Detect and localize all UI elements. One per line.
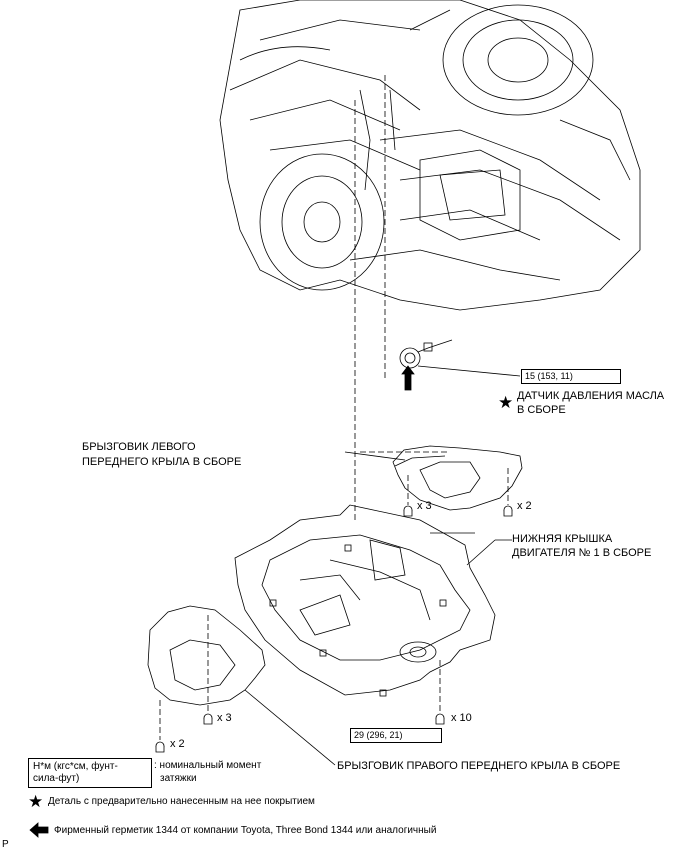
dash-lines: [159, 75, 509, 740]
torque-spec-cover-bolts: 29 (296, 21): [350, 728, 442, 743]
corner-mark: P: [2, 839, 9, 850]
oil-sensor-label-line2: В СБОРЕ: [517, 404, 566, 416]
qty-right-x3: x 3: [217, 712, 232, 724]
unit-legend-line1: Н*м (кгс*см, фунт-: [33, 761, 118, 772]
legend-precoated: Деталь с предварительно нанесенным на не…: [48, 796, 315, 807]
vehicle-underbody: [219, 0, 641, 311]
right-splash-label: БРЫЗГОВИК ПРАВОГО ПЕРЕДНЕГО КРЫЛА В СБОР…: [337, 760, 621, 772]
left-splash-label-line2: ПЕРЕДНЕГО КРЫЛА В СБОРЕ: [82, 456, 242, 468]
oil-sensor-label-line1: ДАТЧИК ДАВЛЕНИЯ МАСЛА: [517, 390, 665, 402]
qty-cover-x10: x 10: [451, 712, 472, 724]
qty-right-x2: x 2: [170, 738, 185, 750]
bolt-icon: [155, 741, 165, 753]
left-splash-shield: [344, 445, 523, 511]
qty-left-x2: x 2: [517, 500, 532, 512]
bolt-icons: [155, 505, 513, 753]
unit-legend-box: Н*м (кгс*см, фунт- сила-фут): [28, 758, 152, 788]
legend-sealant: Фирменный герметик 1344 от компании Toyo…: [54, 825, 437, 836]
engine-under-cover: [234, 504, 512, 697]
engine-cover-label-line2: ДВИГАТЕЛЯ № 1 В СБОРЕ: [512, 547, 652, 559]
star-icon: ★: [498, 393, 514, 412]
unit-desc-line1: : номинальный момент: [154, 760, 262, 771]
right-splash-shield: [147, 605, 336, 766]
torque-spec-oil-sensor: 15 (153, 11): [521, 369, 621, 384]
bolt-icon: [403, 505, 413, 517]
bolt-icon: [435, 713, 445, 725]
left-splash-label-line1: БРЫЗГОВИК ЛЕВОГО: [82, 441, 196, 453]
arrow-left-icon: [29, 822, 49, 838]
unit-legend-line2: сила-фут): [33, 773, 80, 784]
oil-pressure-sensor: [399, 339, 521, 391]
bolt-icon: [203, 713, 213, 725]
engine-cover-label-line1: НИЖНЯЯ КРЫШКА: [512, 533, 613, 545]
star-icon: ★: [28, 792, 44, 811]
qty-left-x3: x 3: [417, 500, 432, 512]
unit-desc-line2: затяжки: [160, 773, 197, 784]
bolt-icon: [503, 505, 513, 517]
